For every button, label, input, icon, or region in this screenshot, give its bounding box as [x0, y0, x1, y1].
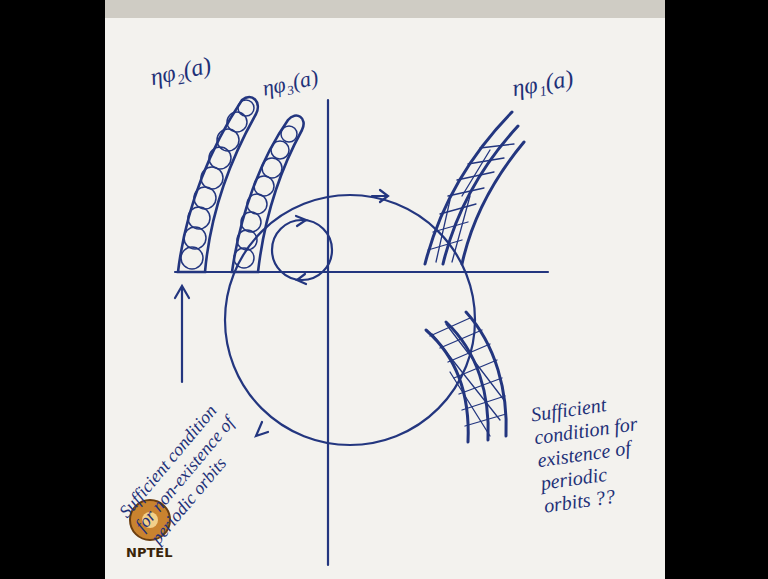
- paper-edge: [105, 0, 665, 18]
- logo-text: NPTEL: [126, 546, 172, 561]
- sketch-ink: [175, 97, 548, 565]
- note-text: Sufficient condition for existence of pe…: [529, 387, 662, 517]
- paper: [105, 0, 665, 579]
